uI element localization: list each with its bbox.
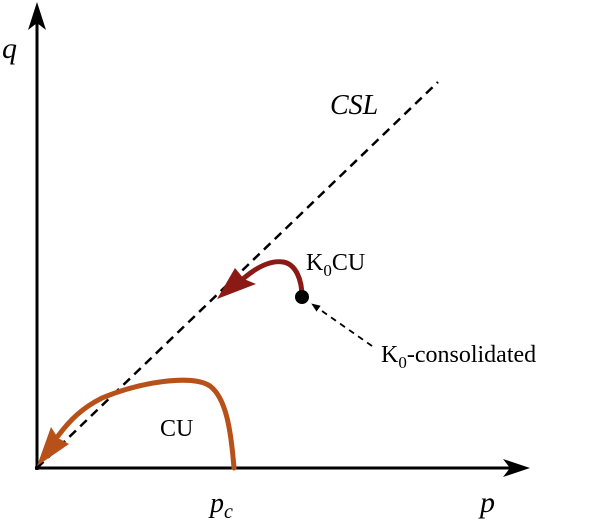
k0-consolidated-point [295, 290, 309, 304]
k0cu-arrowhead [217, 268, 256, 299]
k0cu-stress-path [241, 259, 305, 300]
annotation-arrow [311, 303, 373, 347]
q-axis-arrowhead [28, 2, 46, 30]
csl-label: CSL [330, 90, 378, 121]
p-axis-label: p [478, 486, 495, 519]
k0cu-label: K0CU [306, 250, 365, 280]
cu-label: CU [160, 416, 193, 442]
p-axis-arrowhead [503, 459, 530, 477]
pc-tick-label: pc [208, 488, 233, 520]
k0-consolidated-label: K0-consolidated [381, 342, 536, 372]
q-axis-label: q [2, 32, 17, 65]
cu-stress-path [55, 377, 237, 471]
cu-arrowhead [37, 427, 69, 466]
